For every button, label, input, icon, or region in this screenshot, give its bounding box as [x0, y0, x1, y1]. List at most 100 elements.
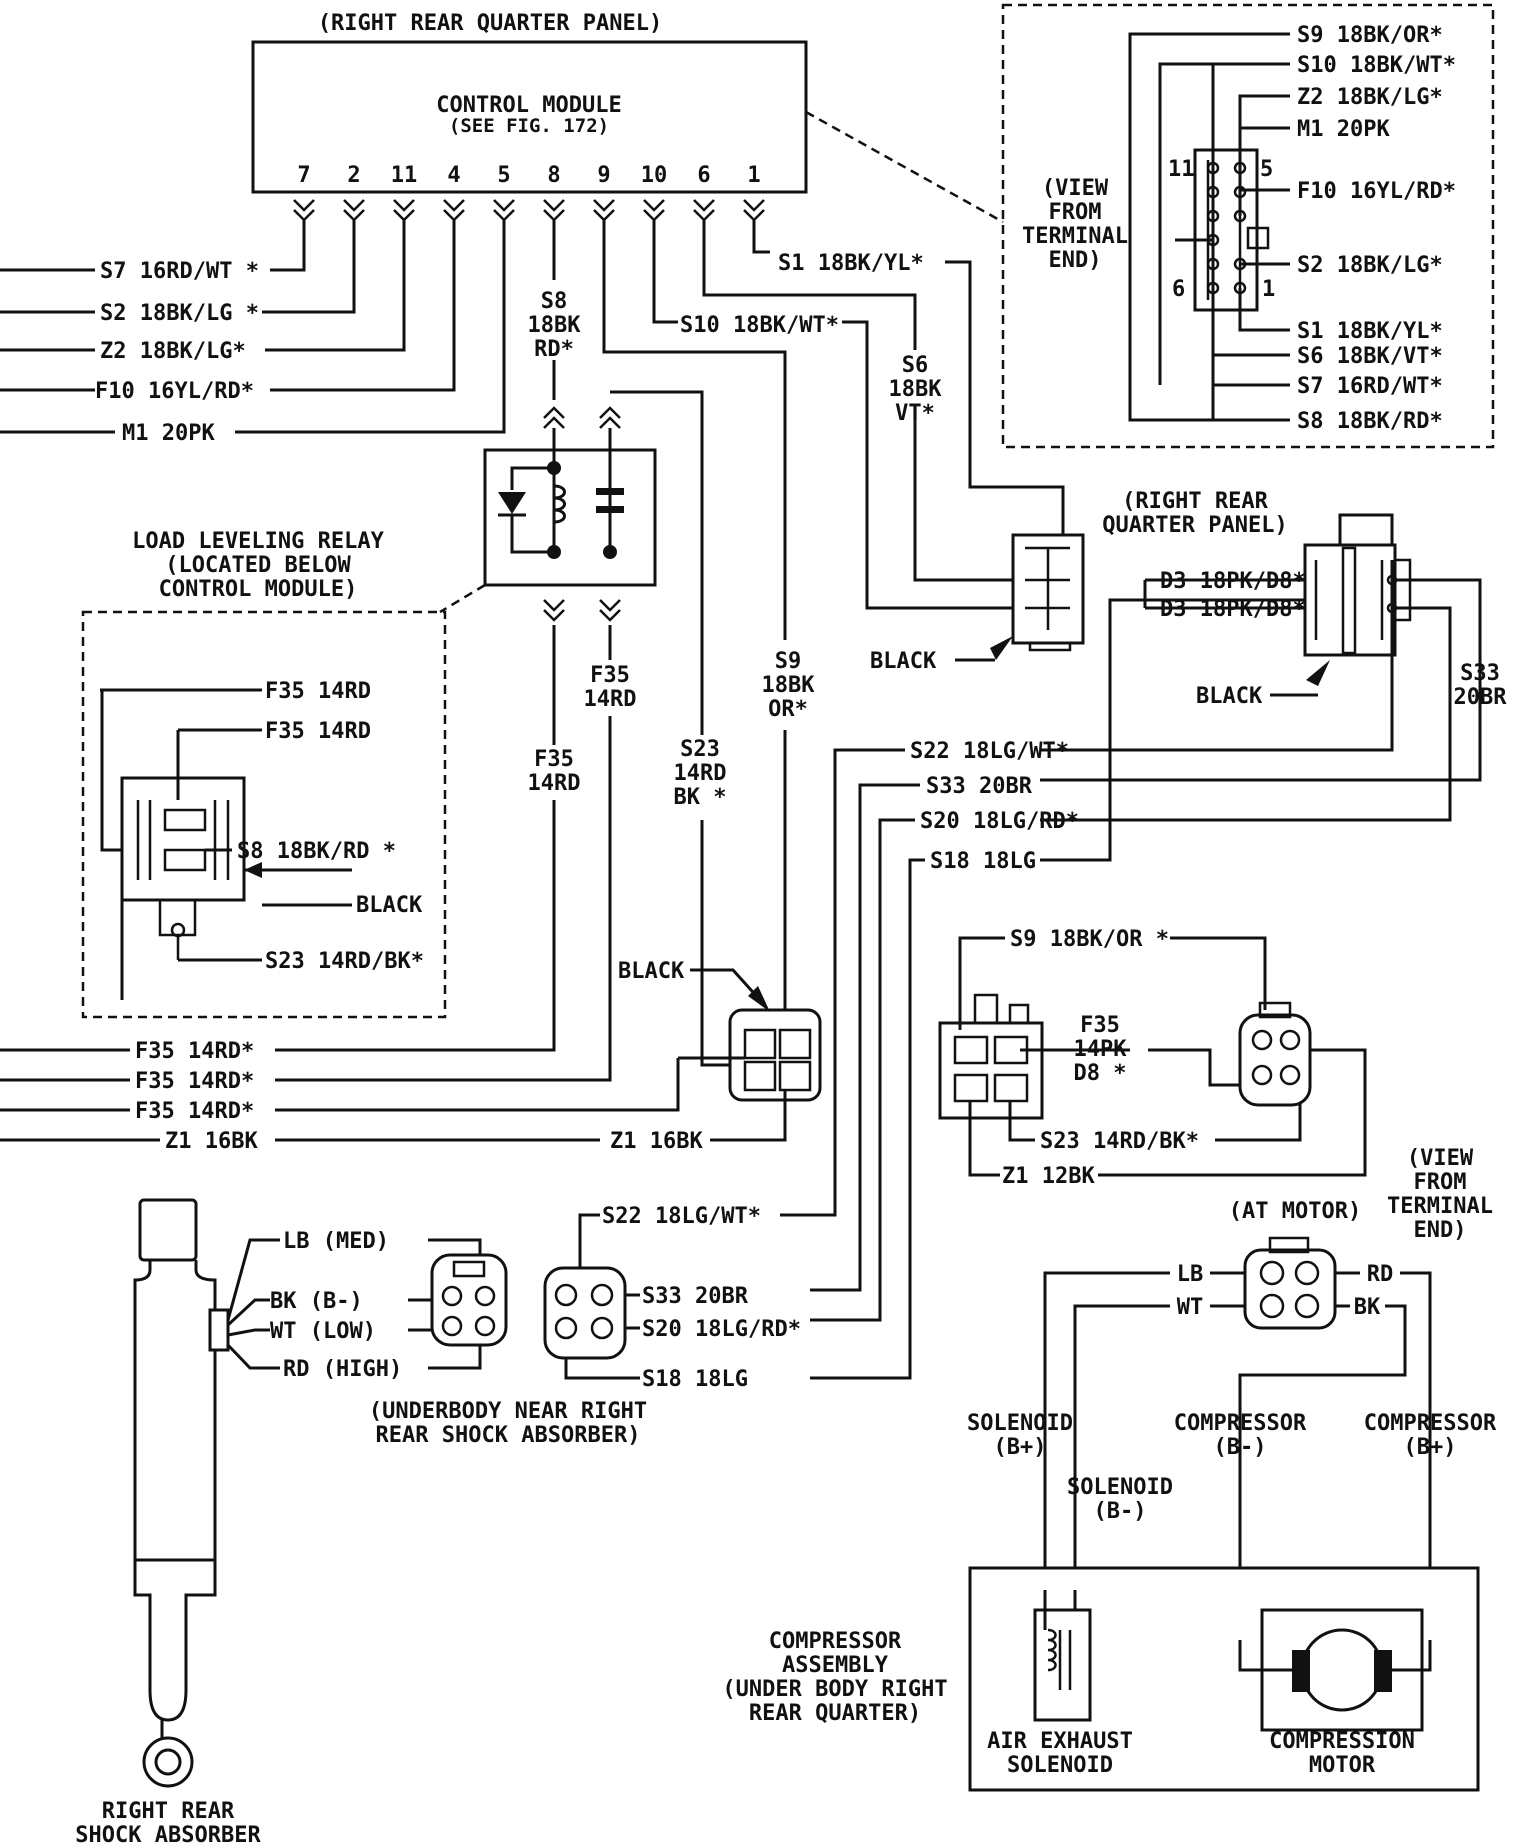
solenoid-bplus-sub: (B+) — [994, 1435, 1047, 1460]
bottom-left-wires: F35 14RD* F35 14RD* F35 14RD* Z1 16BK — [0, 1039, 600, 1154]
black-label-3: BLACK — [618, 959, 685, 984]
relay-view-box — [81, 610, 447, 1019]
bus-label-s22: S22 18LG/WT* — [910, 739, 1069, 764]
terminal-label-s10: S10 18BK/WT* — [1297, 53, 1456, 78]
motor-name: COMPRESSION — [1269, 1729, 1415, 1754]
wire-label-m1: M1 20PK — [122, 421, 215, 446]
motor-pin-bk: BK — [1354, 1295, 1381, 1320]
motor-connector-face — [1243, 1248, 1337, 1330]
connector-chevrons — [293, 199, 765, 222]
terminal-label-s8: S8 18BK/RD* — [1297, 409, 1443, 434]
underbody-label-2: REAR SHOCK ABSORBER) — [376, 1423, 641, 1448]
wire-label-s23-color: BK * — [674, 785, 727, 810]
relay-subtitle: (LOCATED BELOW — [165, 553, 351, 578]
wire-label-s1: S1 18BK/YL* — [778, 251, 924, 276]
wire-label-s8-gauge: 18BK — [528, 313, 582, 338]
terminal-label-s9: S9 18BK/OR* — [1297, 23, 1443, 48]
wire-label-s9-gauge: 18BK — [762, 673, 816, 698]
terminal-view-box — [1001, 3, 1495, 449]
relay-label-s23: S23 14RD/BK* — [265, 949, 424, 974]
module-pin: 1 — [747, 163, 760, 188]
terminal-pin-6: 6 — [1172, 277, 1185, 302]
shock-label-bk: BK (B-) — [270, 1289, 363, 1314]
terminal-label-s2: S2 18BK/LG* — [1297, 253, 1443, 278]
compressor-bplus-sub: (B+) — [1404, 1435, 1457, 1460]
compressor-subtitle-2: (UNDER BODY RIGHT — [722, 1677, 947, 1702]
load-leveling-relay: LOAD LEVELING RELAY (LOCATED BELOW CONTR… — [81, 529, 447, 1019]
fuse-label-z1: Z1 12BK — [1002, 1164, 1095, 1189]
rrqp-label-d3-1: D3 18PK/D8* — [1160, 569, 1306, 594]
wire-label-s7: S7 16RD/WT * — [100, 259, 259, 284]
module-pin: 6 — [697, 163, 710, 188]
module-view-leader — [805, 110, 1004, 224]
fuse-label-f35-color: D8 * — [1074, 1061, 1127, 1086]
solenoid-bminus-label: SOLENOID — [1067, 1475, 1173, 1500]
compressor-assembly: COMPRESSOR ASSEMBLY (UNDER BODY RIGHT RE… — [722, 1566, 1480, 1792]
z1-mid-label: Z1 16BK — [610, 1129, 703, 1154]
shock-label-wt: WT (LOW) — [270, 1319, 376, 1344]
rrqp-s33-gauge: 20BR — [1454, 685, 1508, 710]
terminal-view-title: (VIEW — [1042, 176, 1109, 201]
wire-label-s9-code: S9 — [775, 649, 802, 674]
wire-label-f35a-code: F35 — [534, 747, 574, 772]
bus-label-s18: S18 18LG — [930, 849, 1036, 874]
fuse-label-s23: S23 14RD/BK* — [1040, 1129, 1199, 1154]
module-pin: 7 — [297, 163, 310, 188]
motor-pin-wt: WT — [1177, 1295, 1204, 1320]
shock-label-rd: RD (HIGH) — [283, 1357, 402, 1382]
relay-subtitle-2: CONTROL MODULE) — [159, 577, 358, 602]
compressor-bminus-label: COMPRESSOR — [1174, 1411, 1307, 1436]
mid-wires: S1 18BK/YL* S10 18BK/WT* S6 18BK VT* S8 … — [275, 220, 1065, 1082]
relay-schematic — [439, 406, 657, 622]
relay-label-black: BLACK — [356, 893, 423, 918]
bus-label-s20: S20 18LG/RD* — [920, 809, 1079, 834]
module-pin: 5 — [497, 163, 510, 188]
module-pin: 9 — [597, 163, 610, 188]
terminal-label-f10: F10 16YL/RD* — [1297, 179, 1456, 204]
module-box — [251, 40, 808, 194]
shock-plug — [208, 1308, 230, 1352]
compressor-bminus-sub: (B-) — [1214, 1435, 1267, 1460]
motor-title: (AT MOTOR) — [1229, 1199, 1361, 1224]
relay-label-f35-1: F35 14RD — [265, 679, 371, 704]
rrqp-s33-code: S33 — [1460, 661, 1500, 686]
terminal-pin-11: 11 — [1168, 157, 1195, 182]
motor-view-4: END) — [1414, 1218, 1467, 1243]
module-pins: 7 2 11 4 5 8 9 10 6 1 — [297, 163, 760, 188]
shock-side-s33: S33 20BR — [642, 1284, 749, 1309]
module-pin: 2 — [347, 163, 360, 188]
rrqp-housing — [1303, 543, 1397, 657]
fuse-label-f35-gauge: 14PK — [1074, 1037, 1128, 1062]
terminal-label-s6: S6 18BK/VT* — [1297, 344, 1443, 369]
relay-connector — [120, 776, 246, 902]
motor-pin-rd: RD — [1367, 1262, 1394, 1287]
air-exhaust-solenoid — [1033, 1608, 1092, 1722]
underbody-connector — [543, 1266, 627, 1360]
fuse-connector-group: S9 18BK/OR * F35 14PK D8 * S23 14RD/BK* … — [938, 927, 1367, 1189]
wire-label-s6-code: S6 — [902, 353, 929, 378]
shock-name-2: SHOCK ABSORBER — [75, 1823, 261, 1846]
shock-side-s22: S22 18LG/WT* — [602, 1204, 761, 1229]
solenoid-name-2: SOLENOID — [1007, 1753, 1113, 1778]
wire-label-s2: S2 18BK/LG * — [100, 301, 259, 326]
rrqp-subtitle: QUARTER PANEL) — [1102, 513, 1287, 538]
shock-cap — [138, 1198, 198, 1262]
motor-view: (VIEW — [1407, 1146, 1474, 1171]
right-bus: S22 18LG/WT* S33 20BR S20 18LG/RD* S18 1… — [780, 739, 1079, 1380]
module-pin: 11 — [391, 163, 418, 188]
shock-connector — [430, 1253, 508, 1347]
bl-label-f35-2: F35 14RD* — [135, 1069, 254, 1094]
control-module: (RIGHT REAR QUARTER PANEL) CONTROL MODUL… — [251, 11, 1004, 224]
terminal-pin-5: 5 — [1260, 157, 1273, 182]
solenoid-bplus-label: SOLENOID — [967, 1411, 1073, 1436]
motor-view-2: FROM — [1414, 1170, 1467, 1195]
coil-icon — [553, 484, 566, 524]
wire-label-f35a-gauge: 14RD — [528, 771, 581, 796]
bl-label-f35-1: F35 14RD* — [135, 1039, 254, 1064]
wire-label-f35b-code: F35 — [590, 663, 630, 688]
terminal-label-m1: M1 20PK — [1297, 117, 1390, 142]
wire-label-s10: S10 18BK/WT* — [680, 313, 839, 338]
shock-side-s20: S20 18LG/RD* — [642, 1317, 801, 1342]
black-label-2: BLACK — [1196, 684, 1263, 709]
diode-icon — [498, 492, 526, 514]
